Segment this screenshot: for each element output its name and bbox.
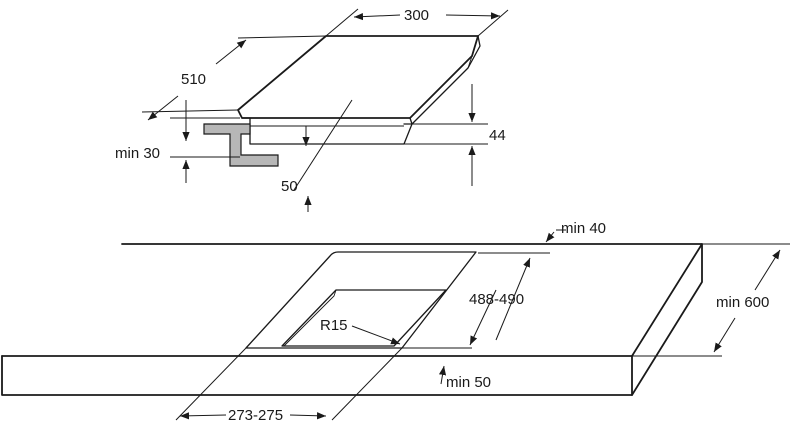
label-back-margin: min 40 — [561, 220, 606, 237]
worktop-front — [1, 355, 633, 396]
label-cutout-depth: 488-490 — [469, 291, 524, 308]
dim-hob-height: 44 — [404, 84, 506, 186]
label-worktop-depth: min 600 — [716, 294, 769, 311]
label-hob-height: 44 — [489, 127, 506, 144]
dim-hob-width: 300 — [325, 7, 509, 37]
cutout-inner — [281, 289, 447, 347]
label-hob-clearance: 50 — [281, 178, 298, 195]
dim-hob-depth: 510 — [141, 35, 327, 121]
dim-cutout-depth: 488-490 — [402, 252, 550, 349]
dim-front-margin: min 50 — [438, 365, 491, 391]
label-cutout-width: 273-275 — [228, 407, 283, 424]
dim-corner-radius: R15 — [320, 317, 401, 345]
worktop-drawing — [1, 243, 703, 396]
hob-body — [241, 117, 413, 145]
label-front-margin: min 50 — [446, 374, 491, 391]
label-hob-depth: 510 — [181, 71, 206, 88]
cutout-outer — [245, 251, 477, 349]
hob-side-edge — [403, 35, 481, 125]
label-hob-width: 300 — [404, 7, 429, 24]
hob-drawing — [203, 35, 481, 167]
dim-worktop-depth: min 600 — [632, 243, 790, 357]
hob-top-surface — [237, 35, 479, 119]
label-worktop-thickness: min 30 — [115, 145, 160, 162]
dim-cutout-width: 273-275 — [175, 347, 403, 424]
dim-hob-clearance: 50 — [281, 99, 353, 212]
worktop-profile — [203, 123, 279, 167]
dim-worktop-thickness: min 30 — [115, 100, 240, 183]
label-corner-radius: R15 — [320, 317, 348, 334]
worktop-top — [1, 243, 703, 357]
worktop-side — [631, 243, 703, 396]
dim-back-margin: min 40 — [545, 220, 606, 243]
